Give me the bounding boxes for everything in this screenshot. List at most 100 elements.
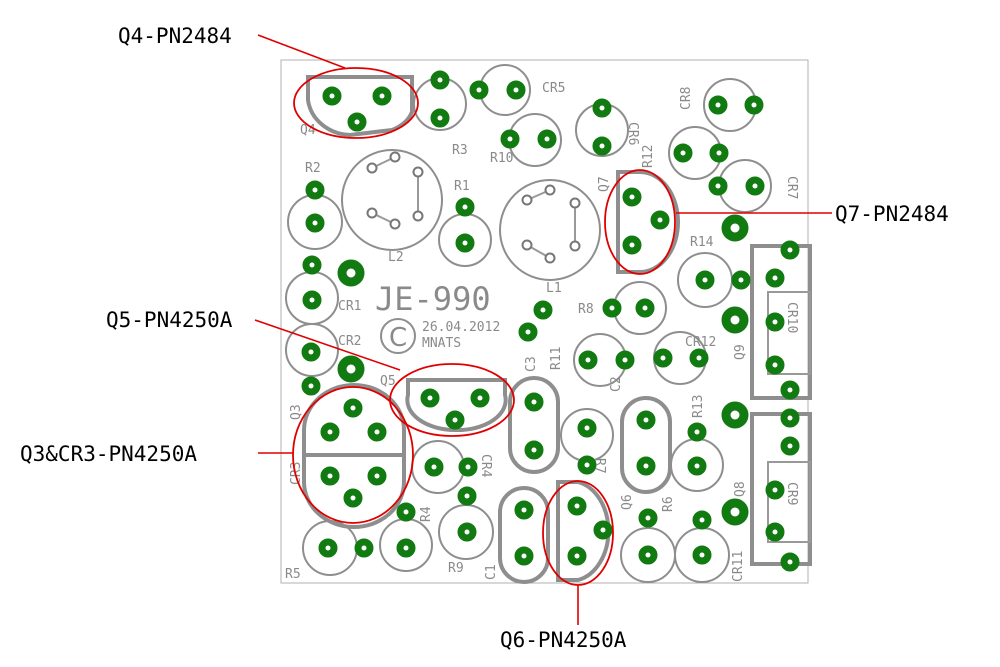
copper-pad [455, 233, 475, 253]
copper-pad [709, 143, 729, 163]
c1-body-outline [498, 486, 550, 584]
cr2-ring [285, 323, 339, 377]
q4-body-outline [306, 75, 414, 138]
refdes-cr12: CR12 [685, 335, 716, 350]
copper-pad [593, 520, 613, 540]
board-title: JE-990 [375, 280, 491, 318]
copper-pad [524, 392, 544, 412]
copper-pad [592, 136, 612, 156]
copper-pad [592, 98, 612, 118]
q3cr3-highlight-ellipse [292, 386, 414, 524]
copper-pad [320, 422, 340, 442]
cr9-inner-outline [767, 461, 811, 543]
copper-pad [458, 457, 478, 477]
copper-pad [780, 240, 800, 260]
copper-pad [430, 70, 450, 90]
callout-q4: Q4-PN2484 [118, 24, 232, 48]
copyright-symbol: C [389, 323, 407, 353]
copper-pad [689, 348, 709, 368]
callout-q6: Q6-PN4250A [500, 628, 627, 652]
copper-pad [602, 298, 622, 318]
callout-q7: Q7-PN2484 [835, 202, 949, 226]
copper-pad [687, 456, 707, 476]
copper-pad [430, 108, 450, 128]
l2-coil-ring [341, 149, 443, 251]
copper-pad [367, 422, 387, 442]
copyright-circle [380, 318, 416, 354]
refdes-cr3: CR3 [289, 462, 304, 485]
q5-leader-line [254, 319, 401, 371]
refdes-cr2: CR2 [338, 334, 361, 349]
refdes-r6: R6 [661, 496, 676, 512]
copper-pad [524, 440, 544, 460]
refdes-r4: R4 [419, 506, 434, 522]
refdes-r7: R7 [592, 458, 607, 474]
copper-pad [692, 545, 712, 565]
refdes-c1: C1 [484, 564, 499, 580]
copper-pad [765, 268, 785, 288]
copper-pad [692, 510, 712, 530]
copper-pad [337, 259, 365, 287]
refdes-cr11: CR11 [731, 551, 746, 582]
copper-pad [578, 350, 598, 370]
copper-pad [780, 436, 800, 456]
refdes-q7: Q7 [597, 176, 612, 192]
refdes-cr8: CR8 [679, 87, 694, 110]
refdes-r13: R13 [691, 395, 706, 418]
copper-pad [731, 270, 751, 290]
copper-pad [636, 410, 656, 430]
copper-pad [424, 457, 444, 477]
refdes-l2: L2 [388, 250, 404, 265]
copper-pad [372, 86, 392, 106]
refdes-r11: R11 [549, 347, 564, 370]
copper-pad [518, 322, 538, 342]
refdes-r1: R1 [454, 179, 470, 194]
copper-pad [636, 456, 656, 476]
copper-pad [514, 546, 534, 566]
refdes-q6: Q6 [620, 494, 635, 510]
q7-body-outline [616, 170, 680, 274]
copper-pad [638, 545, 658, 565]
copper-pad [354, 538, 374, 558]
copper-pad [622, 235, 642, 255]
copper-pad [455, 197, 475, 217]
refdes-r14: R14 [690, 235, 714, 250]
refdes-r12: R12 [641, 145, 656, 168]
q4-leader-line [257, 34, 346, 69]
copper-pad [500, 129, 520, 149]
copper-pad [305, 213, 325, 233]
copper-pad [721, 214, 749, 242]
copper-pad [457, 522, 477, 542]
copper-pad [765, 480, 785, 500]
copper-pad [673, 143, 693, 163]
callout-q3cr3: Q3&CR3-PN4250A [20, 442, 197, 466]
copper-pad [744, 95, 764, 115]
copper-pad [396, 538, 416, 558]
copper-pad [302, 290, 322, 310]
copper-pad [567, 496, 587, 516]
copper-pad [577, 418, 597, 438]
copper-pad [457, 486, 477, 506]
copper-pad [780, 552, 800, 572]
q3-body-outline [302, 383, 406, 457]
copper-pad [537, 129, 557, 149]
copper-pad [765, 355, 785, 375]
copper-pad [708, 95, 728, 115]
refdes-cr10: CR10 [784, 302, 799, 333]
copper-pad [343, 488, 363, 508]
q7-highlight-ellipse [604, 169, 676, 275]
refdes-q9: Q9 [733, 344, 748, 360]
copper-pad [687, 422, 707, 442]
copper-pad [638, 508, 658, 528]
copper-pad [514, 500, 534, 520]
refdes-r10: R10 [490, 151, 513, 166]
copper-pad [445, 410, 465, 430]
l1-coil-ring [499, 179, 601, 281]
cr10-inner-outline [767, 291, 811, 375]
copper-pad [469, 80, 489, 100]
copper-pad [337, 355, 365, 383]
copper-pad [396, 502, 416, 522]
refdes-r8: R8 [578, 302, 594, 317]
copper-pad [780, 408, 800, 428]
